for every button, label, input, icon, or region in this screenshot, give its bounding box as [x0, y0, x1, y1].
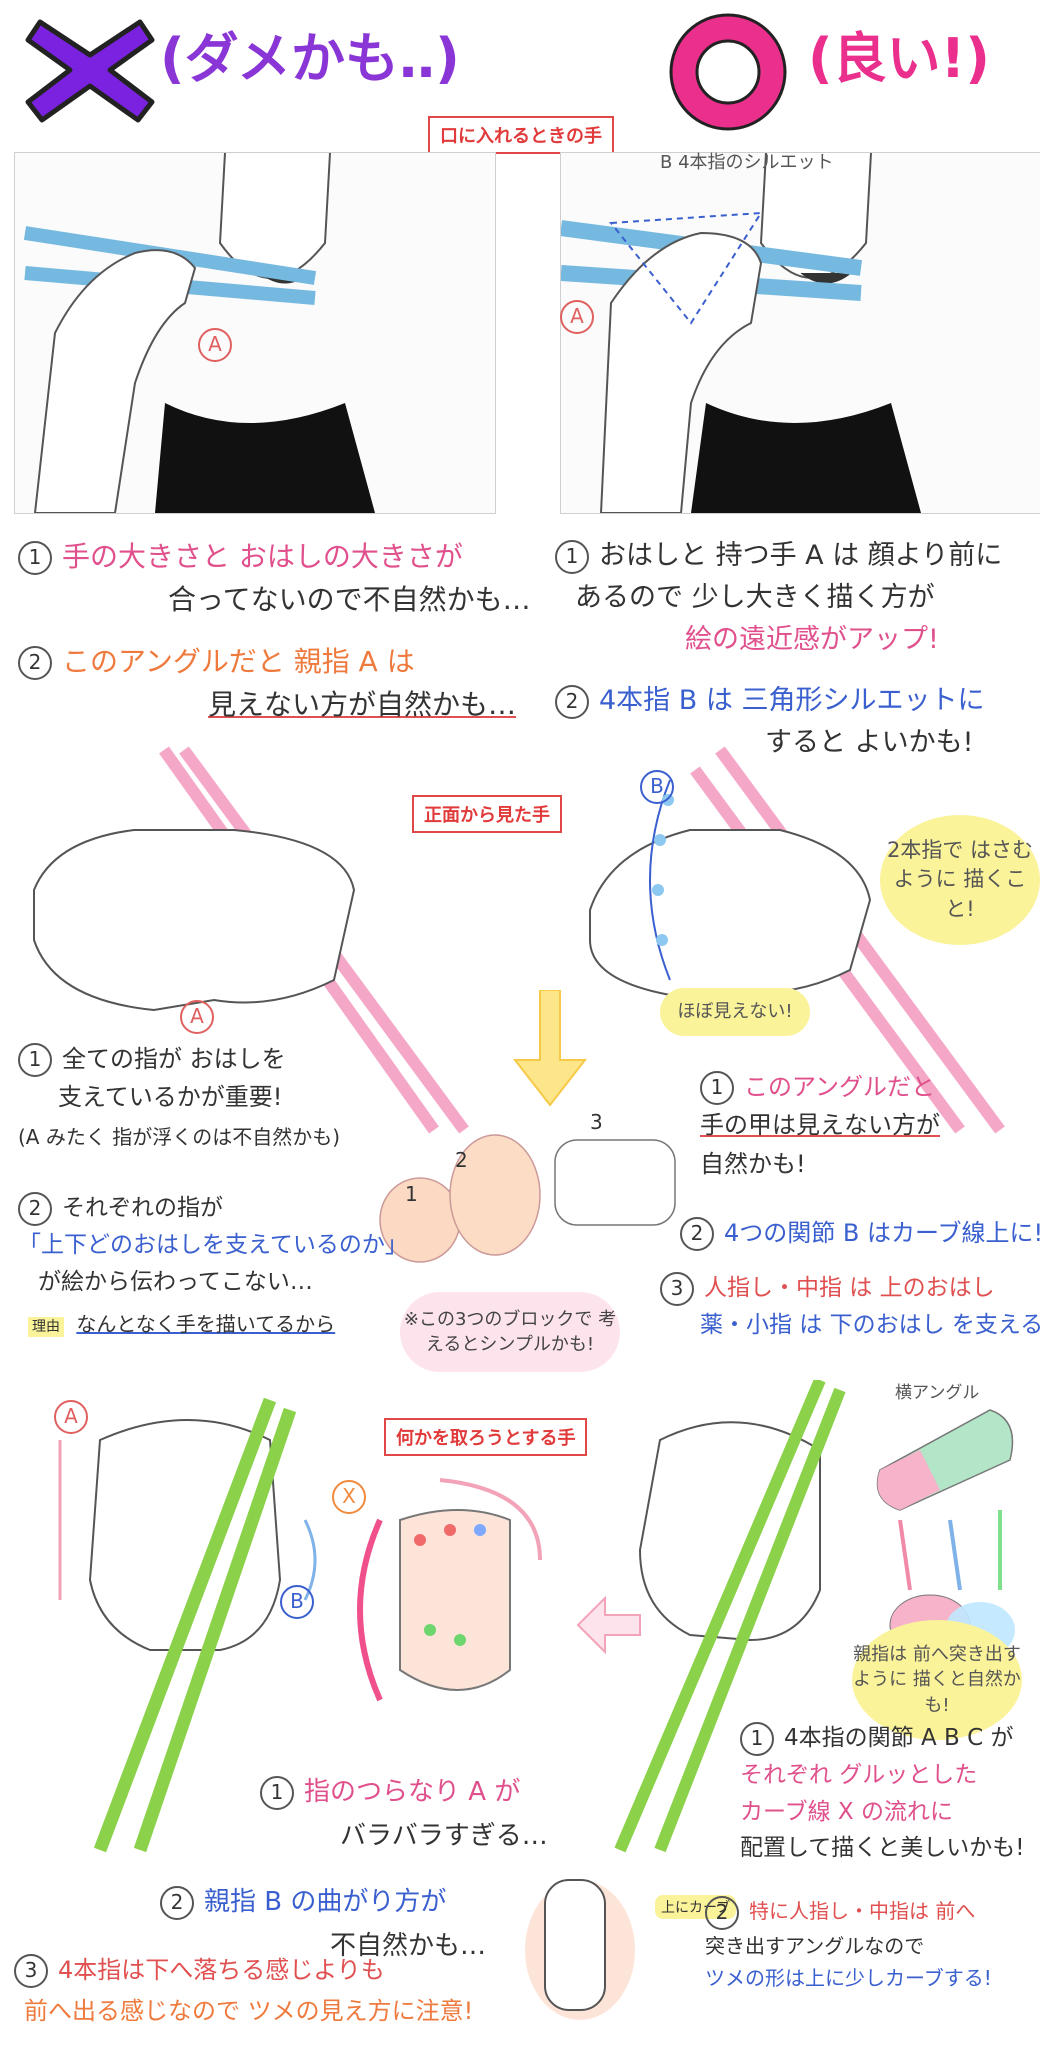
reason-text: なんとなく手を描いてるから: [76, 1312, 336, 1336]
bad-front-hand-illustration: [33, 746, 469, 1134]
three-blocks-illustration: [379, 1134, 676, 1263]
good-mouth-illustration: [560, 152, 1040, 514]
side-angle-label: 横アングル: [895, 1383, 980, 1403]
bad-grab-a-marker: A: [54, 1400, 98, 1434]
good-circle-icon: [669, 13, 787, 131]
block-label-3: 3: [590, 1110, 603, 1134]
bad-front-a-marker: A: [180, 1000, 224, 1034]
bad-grab-hand-illustration: [58, 1397, 317, 1853]
reason-tag: 理由: [28, 1317, 64, 1337]
grab-x-marker: X: [332, 1480, 376, 1514]
bad-x-icon: [25, 19, 155, 123]
down-arrow-icon: [512, 990, 588, 1107]
block-label-1: 1: [405, 1182, 418, 1206]
good-front-hand-illustration: [589, 746, 1005, 1134]
section-label-mouth: 口に入れるときの手: [428, 116, 614, 154]
grab-curve-illustration: [357, 1478, 542, 1702]
bad-mouth-illustration: [14, 152, 496, 514]
blocks-note: ※この3つのブロックで 考えるとシンプルかも!: [400, 1292, 620, 1372]
block-label-2: 2: [455, 1148, 468, 1172]
thumb-angle-illustration: [876, 1409, 1015, 1658]
bad-grab-b-marker: B: [280, 1585, 324, 1619]
section-label-grab: 何かを取ろうとする手: [384, 1418, 588, 1456]
four-finger-silhouette-label: B 4本指のシルエット: [660, 152, 834, 173]
bad-title: (ダメかも‥): [160, 27, 460, 90]
good-grab-hand-illustration: [614, 1380, 846, 1853]
left-arrow-icon: [576, 1595, 641, 1655]
hidden-bubble: ほぼ見えない!: [660, 988, 810, 1036]
bad-mouth-a-marker: A: [198, 328, 242, 362]
reason-row: 理由 なんとなく手を描いてるから: [28, 1308, 335, 1337]
good-mouth-a-marker: A: [560, 300, 604, 334]
nail-closeup-illustration: [525, 1879, 635, 2020]
good-title: (良い!): [808, 27, 990, 90]
thumb-bubble: 親指は 前へ突き出すように 描くと自然かも!: [852, 1620, 1022, 1740]
good-front-b-marker: B: [640, 770, 684, 804]
section-label-front: 正面から見た手: [412, 795, 562, 833]
two-finger-bubble: 2本指で はさむように 描くこと!: [880, 815, 1040, 945]
